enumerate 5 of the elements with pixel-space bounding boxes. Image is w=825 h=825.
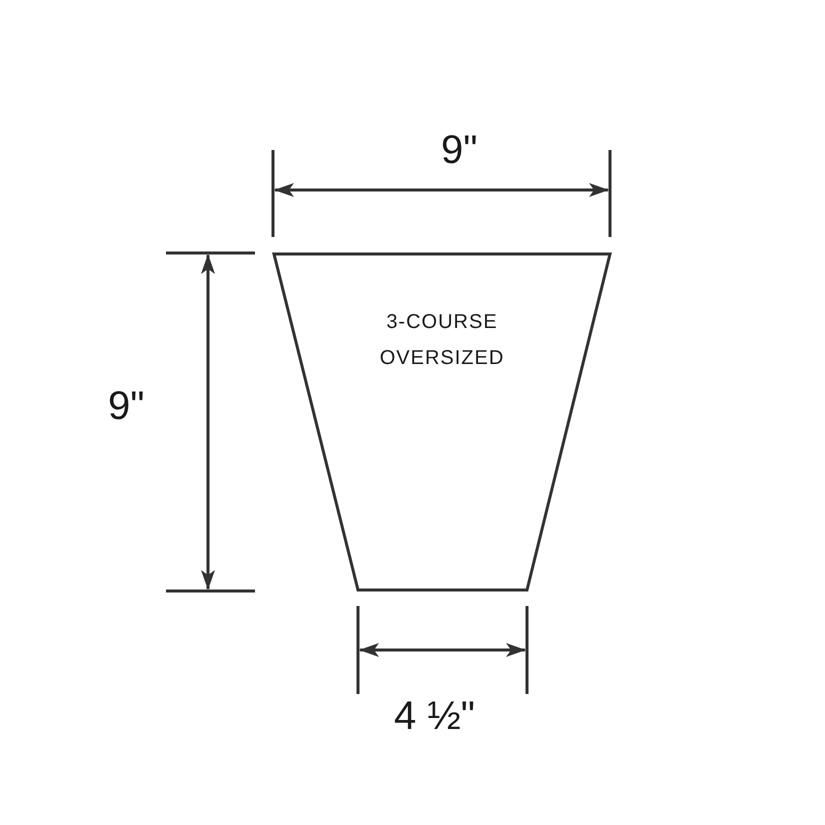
dimension-label: 9" bbox=[441, 130, 478, 170]
dimension-label: 9" bbox=[108, 386, 144, 426]
trapezoid-outline bbox=[272, 252, 612, 592]
part-label: 3-COURSE OVERSIZED bbox=[378, 310, 506, 371]
dimension-label: 4 ½" bbox=[394, 696, 475, 736]
